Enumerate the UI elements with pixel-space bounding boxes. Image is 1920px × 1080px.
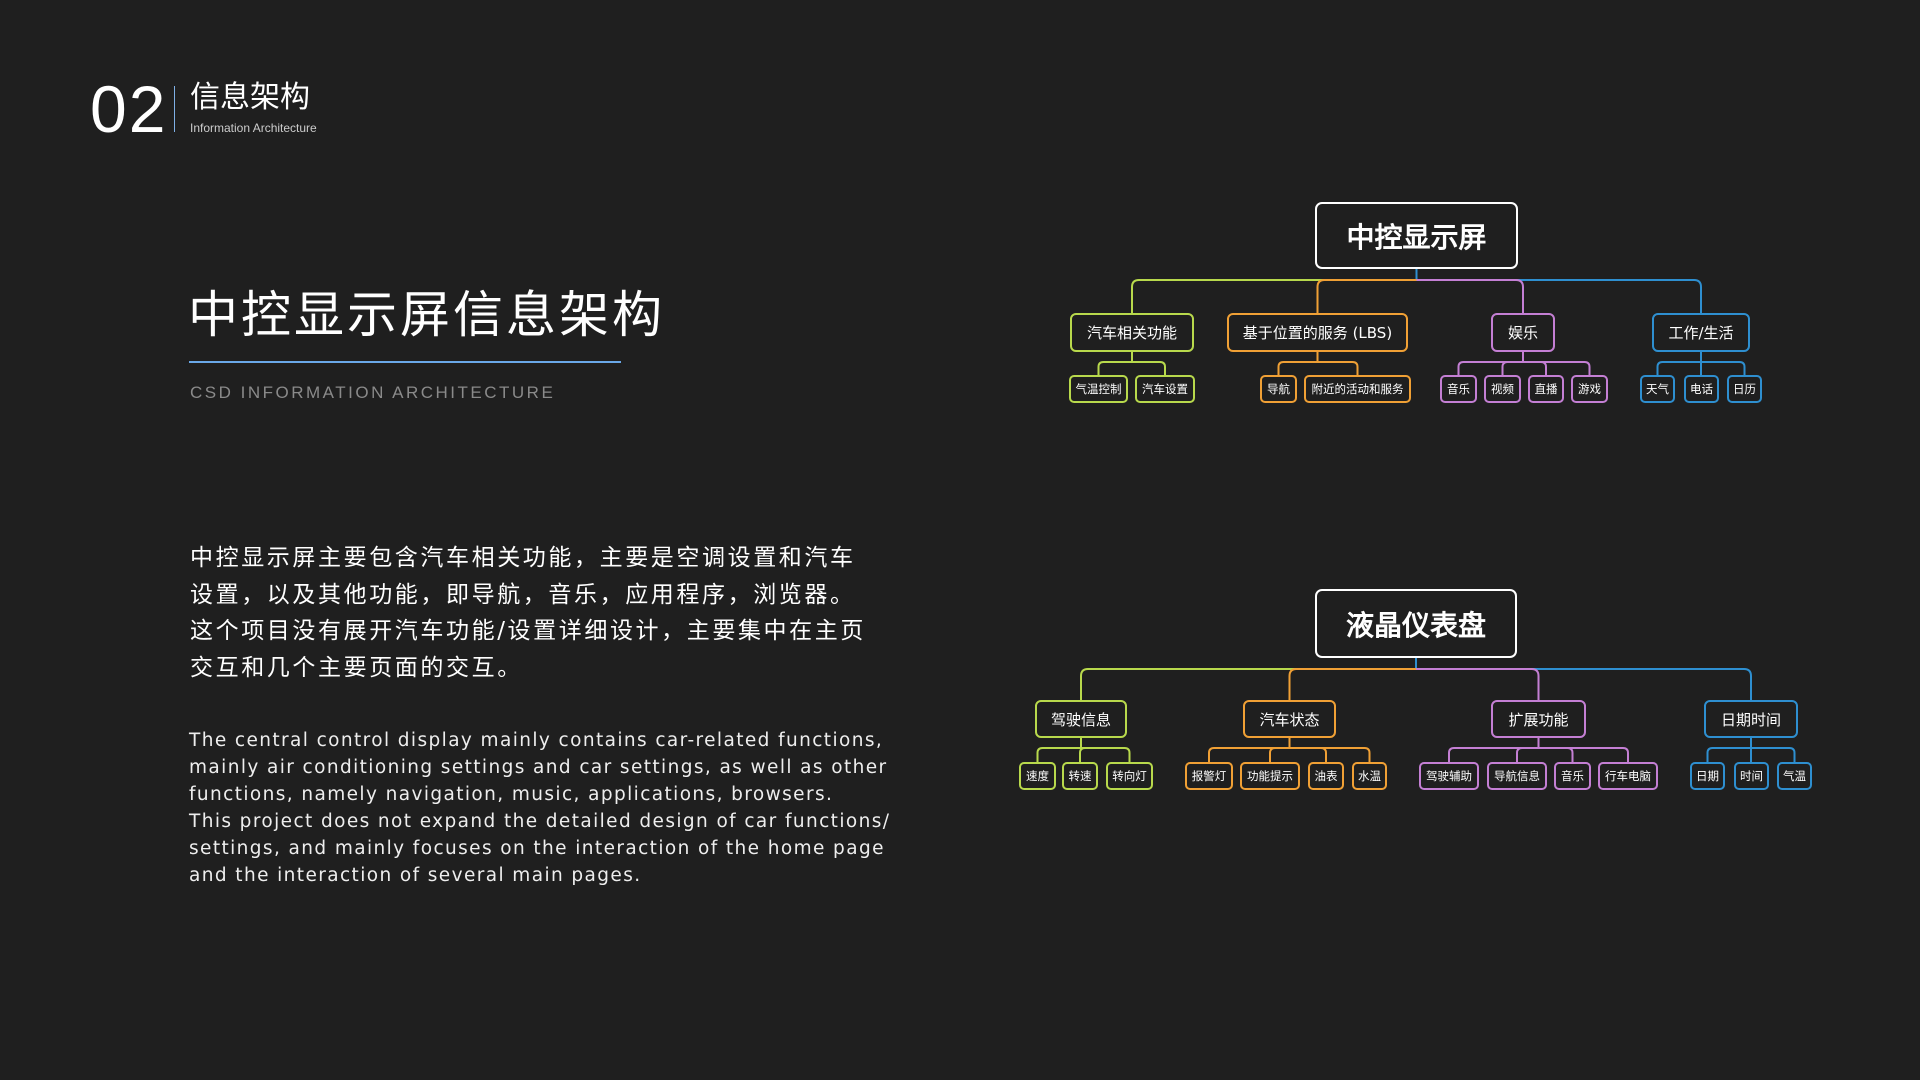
description-cn: 中控显示屏主要包含汽车相关功能，主要是空调设置和汽车 设置，以及其他功能，即导航… — [190, 540, 910, 686]
tree-leaf: 气温控制 — [1069, 375, 1128, 403]
leaf-connector — [1701, 361, 1746, 375]
tree-leaf: 转速 — [1062, 762, 1098, 790]
tree-leaf: 速度 — [1019, 762, 1056, 790]
tree-leaf: 视频 — [1484, 375, 1521, 403]
description-en-line: settings, and mainly focuses on the inte… — [189, 838, 885, 859]
tree-leaf: 水温 — [1352, 762, 1387, 790]
branch-connector — [1416, 668, 1540, 700]
tree-branch: 汽车状态 — [1243, 700, 1336, 738]
leaf-connector — [1706, 747, 1751, 762]
leaf-connector — [1289, 747, 1327, 762]
tree-root: 液晶仪表盘 — [1315, 589, 1517, 658]
tree-branch: 扩展功能 — [1491, 700, 1586, 738]
tree-leaf: 报警灯 — [1185, 762, 1233, 790]
tree-leaf: 电话 — [1684, 375, 1719, 403]
branch-connector — [1131, 279, 1417, 313]
description-cn-line: 中控显示屏主要包含汽车相关功能，主要是空调设置和汽车 — [190, 545, 856, 571]
leaf-connector — [1317, 361, 1359, 375]
section-title-en: Information Architecture — [190, 121, 317, 135]
leaf-connector — [1097, 361, 1132, 375]
section-number: 02 — [90, 72, 168, 146]
description-en-line: This project does not expand the detaile… — [189, 811, 891, 832]
leaf-connector — [1656, 361, 1701, 375]
tree-leaf: 驾驶辅助 — [1419, 762, 1479, 790]
tree-leaf: 行车电脑 — [1598, 762, 1658, 790]
tree-leaf: 导航 — [1260, 375, 1297, 403]
leaf-connector — [1289, 747, 1371, 762]
description-en: The central control display mainly conta… — [189, 727, 899, 889]
tree-leaf: 功能提示 — [1240, 762, 1300, 790]
tree-leaf: 导航信息 — [1487, 762, 1547, 790]
leaf-connector — [1269, 747, 1290, 762]
leaf-connector — [1448, 747, 1539, 762]
tree-leaf: 气温 — [1777, 762, 1812, 790]
tree-branch: 驾驶信息 — [1035, 700, 1127, 738]
tree-leaf: 音乐 — [1554, 762, 1591, 790]
branch-connector — [1416, 668, 1752, 700]
leaf-connector — [1079, 747, 1086, 762]
leaf-connector — [1208, 747, 1290, 762]
branch-connector — [1316, 279, 1417, 313]
description-cn-line: 这个项目没有展开汽车功能/设置详细设计，主要集中在主页 — [190, 618, 866, 644]
description-en-line: functions, namely navigation, music, app… — [189, 784, 834, 805]
tree-leaf: 游戏 — [1571, 375, 1608, 403]
leaf-connector — [1523, 361, 1591, 375]
leaf-connector — [1516, 747, 1539, 762]
header-divider — [174, 86, 175, 132]
tree-branch: 汽车相关功能 — [1070, 313, 1194, 352]
leaf-connector — [1751, 747, 1796, 762]
page-title: 中控显示屏信息架构 — [188, 286, 665, 344]
leaf-connector — [1081, 747, 1131, 762]
tree-leaf: 油表 — [1308, 762, 1344, 790]
tree-root: 中控显示屏 — [1315, 202, 1518, 269]
branch-connector — [1416, 279, 1524, 313]
tree-leaf: 直播 — [1528, 375, 1564, 403]
tree-branch: 日期时间 — [1704, 700, 1798, 738]
tree-branch: 基于位置的服务 (LBS) — [1227, 313, 1408, 352]
tree-leaf: 日期 — [1690, 762, 1725, 790]
title-underline — [189, 361, 621, 363]
tree-branch: 工作/生活 — [1652, 313, 1750, 352]
description-en-line: mainly air conditioning settings and car… — [189, 757, 888, 778]
leaf-connector — [1538, 747, 1629, 762]
leaf-connector — [1277, 361, 1318, 375]
leaf-connector — [1523, 361, 1547, 375]
description-cn-line: 设置，以及其他功能，即导航，音乐，应用程序，浏览器。 — [190, 581, 856, 608]
tree-leaf: 音乐 — [1440, 375, 1477, 403]
tree-branch: 娱乐 — [1491, 313, 1555, 352]
tree-leaf: 转向灯 — [1106, 762, 1153, 790]
tree-leaf: 附近的活动和服务 — [1304, 375, 1411, 403]
branch-connector — [1080, 668, 1416, 700]
leaf-connector — [1036, 747, 1081, 762]
tree-leaf: 汽车设置 — [1135, 375, 1195, 403]
tree-leaf: 时间 — [1734, 762, 1769, 790]
leaf-connector — [1132, 361, 1166, 375]
description-cn-line: 交互和几个主要页面的交互。 — [190, 654, 523, 681]
tree-leaf: 日历 — [1727, 375, 1762, 403]
branch-connector — [1416, 279, 1702, 313]
page-subtitle: CSD INFORMATION ARCHITECTURE — [190, 383, 556, 402]
tree-leaf: 天气 — [1640, 375, 1675, 403]
section-title-cn: 信息架构 — [190, 80, 310, 115]
description-en-line: and the interaction of several main page… — [189, 865, 642, 886]
description-en-line: The central control display mainly conta… — [189, 730, 884, 751]
leaf-connector — [1538, 747, 1574, 762]
branch-connector — [1288, 668, 1416, 700]
leaf-connector — [1501, 361, 1523, 375]
leaf-connector — [1457, 361, 1523, 375]
